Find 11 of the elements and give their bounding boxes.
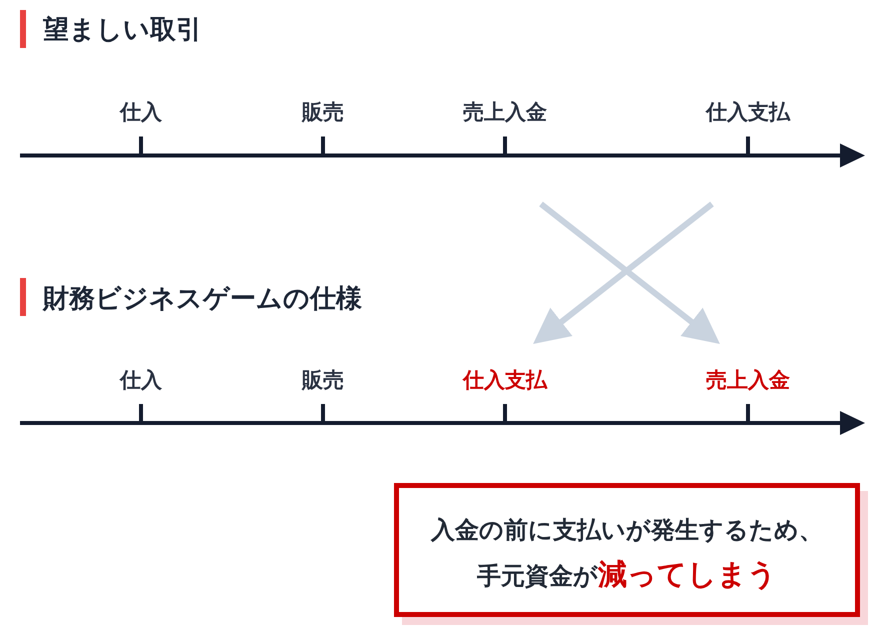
callout-box: 入金の前に支払いが発生するため、手元資金が減ってしまう	[394, 483, 868, 625]
event-label: 売上入金	[706, 367, 790, 393]
section-heading: 望ましい取引	[43, 14, 202, 47]
section-heading: 財務ビジネスゲームの仕様	[43, 283, 362, 316]
event-label: 仕入	[120, 99, 162, 125]
event-label: 販売	[302, 367, 344, 393]
event-label: 仕入支払	[706, 99, 790, 125]
event-label: 仕入	[120, 367, 162, 393]
event-label: 仕入支払	[463, 367, 547, 393]
event-label: 販売	[302, 99, 344, 125]
event-label: 売上入金	[463, 99, 547, 125]
